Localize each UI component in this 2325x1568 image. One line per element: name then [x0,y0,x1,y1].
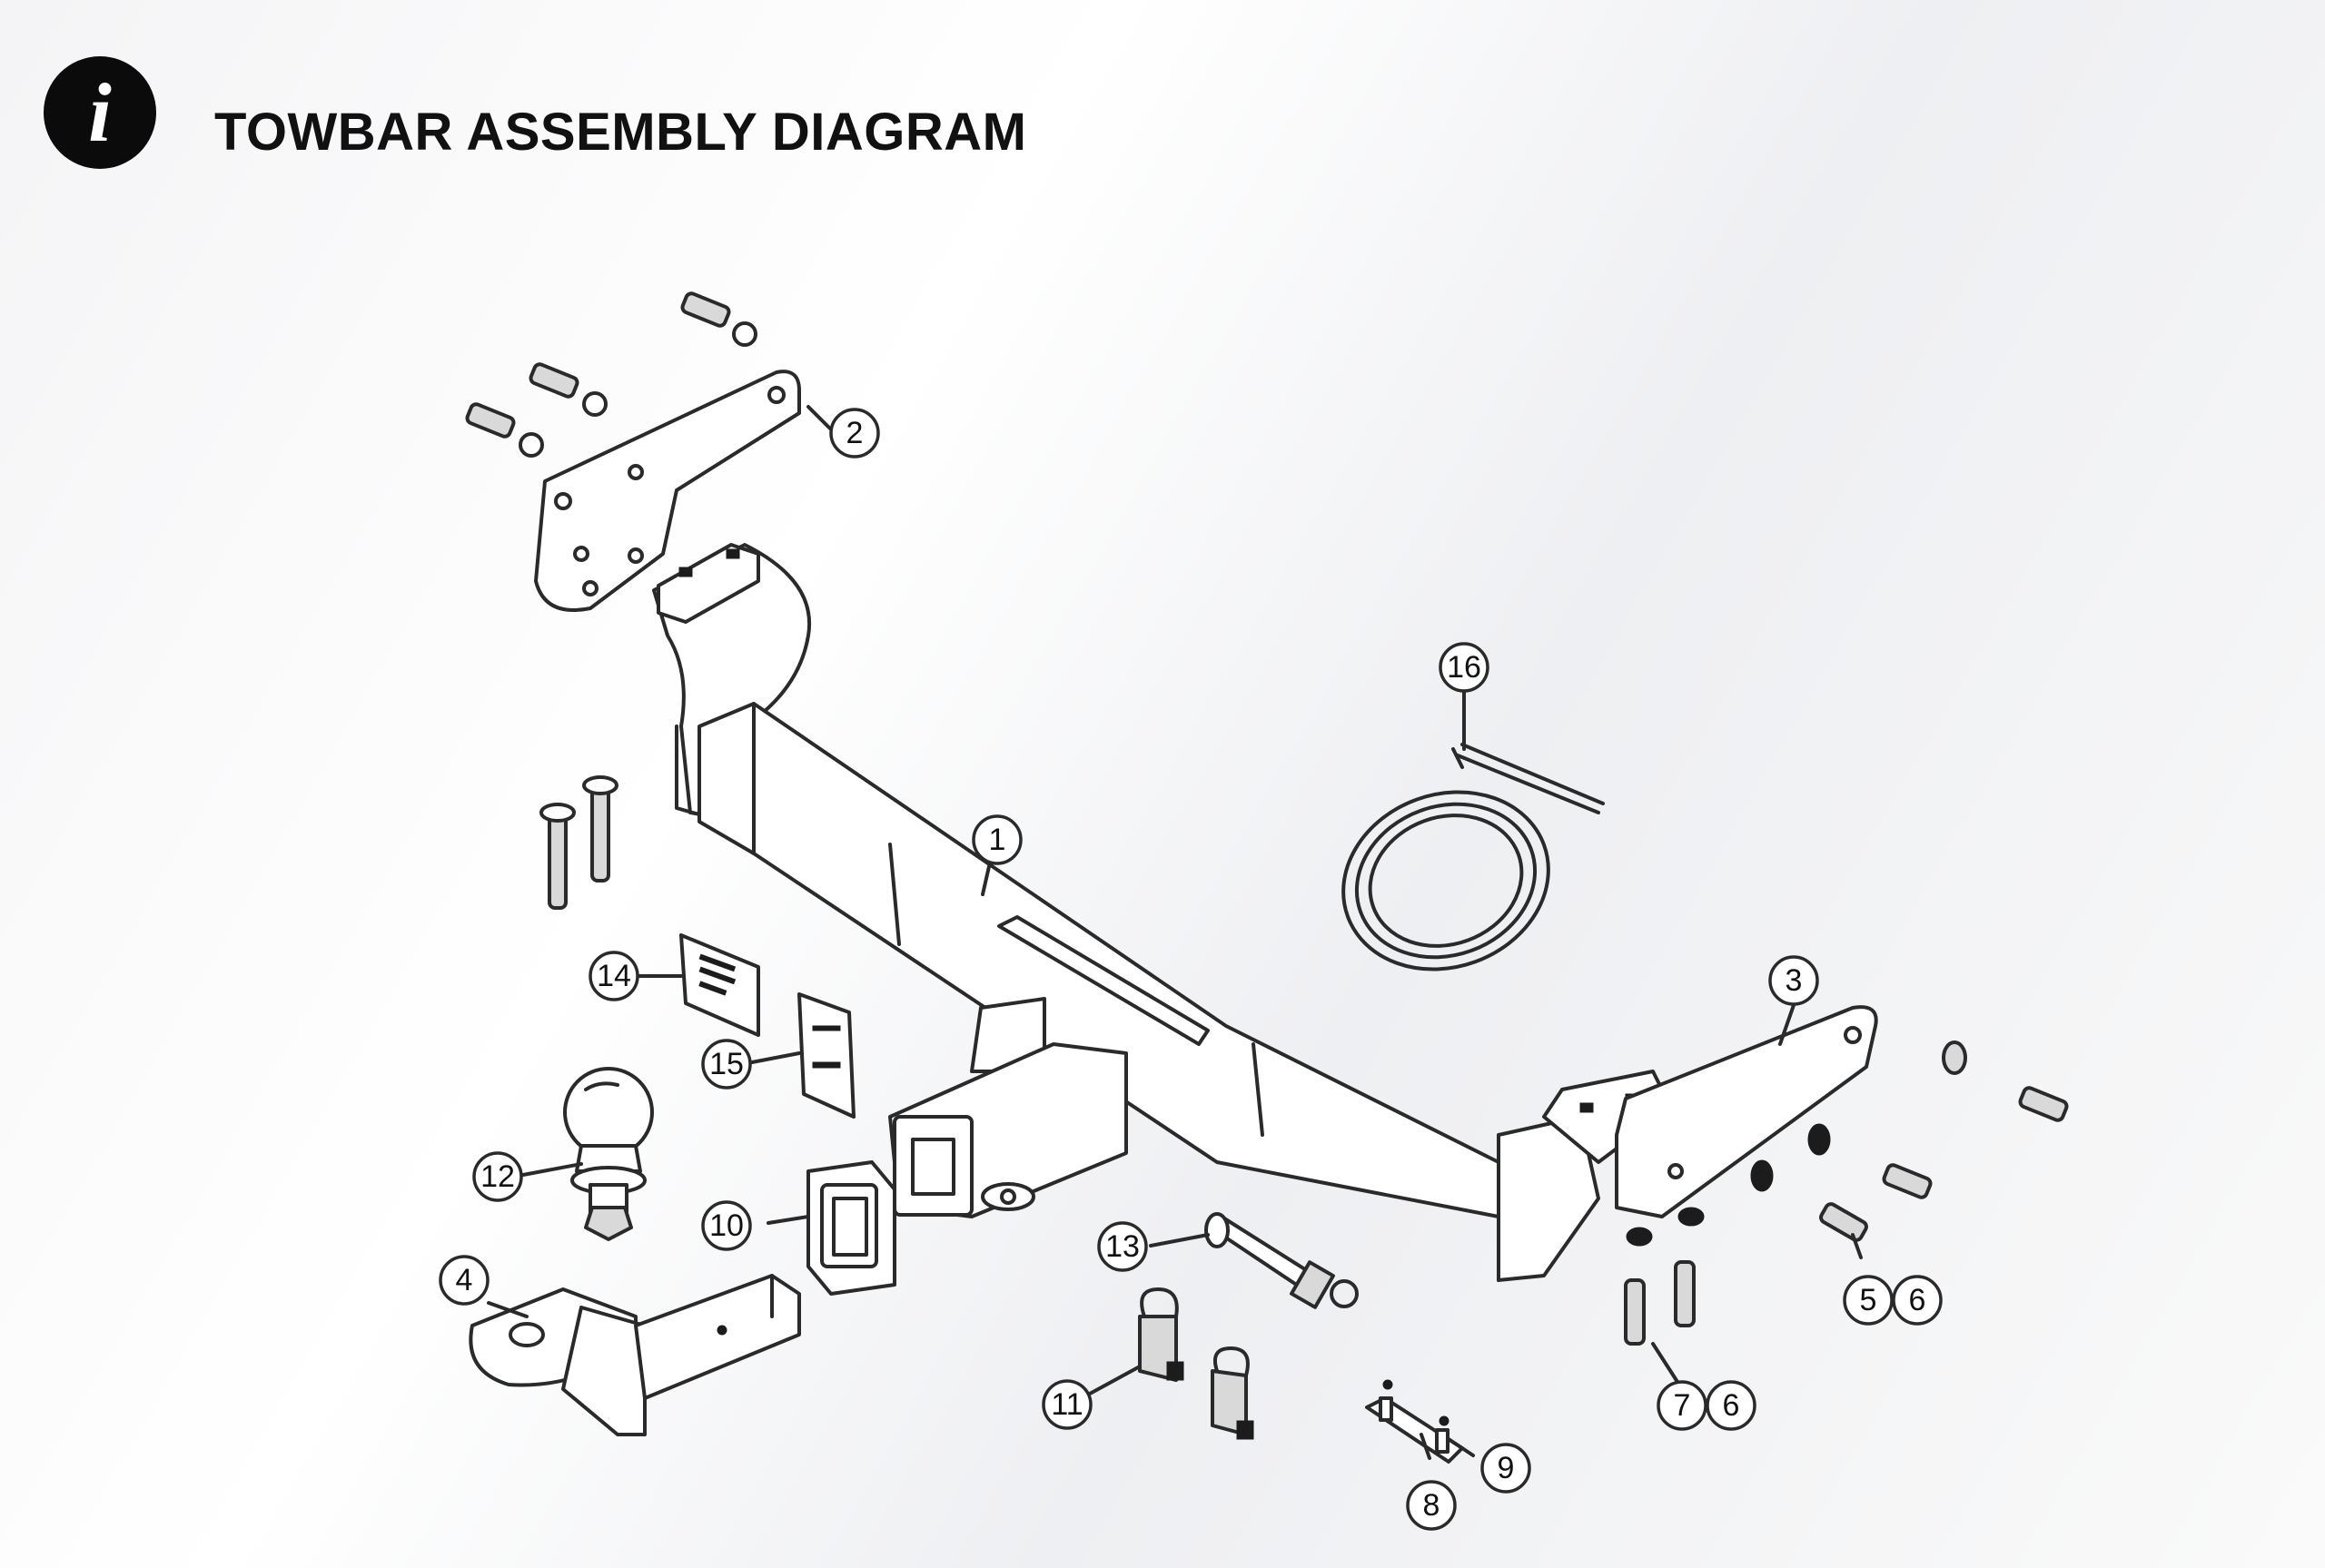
hitch-pin [1204,1212,1359,1309]
crossbar [698,702,1673,1282]
callout-10: 10 [701,1200,752,1251]
label-card-15 [797,992,856,1119]
safety-shackles [1138,1287,1254,1440]
callout-13: 13 [1097,1221,1148,1272]
leader-lines [487,405,1863,1460]
bolt [529,362,608,417]
receiver-cover [806,1160,896,1296]
callout-label: 15 [709,1047,744,1081]
callout-15: 15 [701,1039,752,1090]
left-side-arm [652,543,812,819]
callout-7: 7 [1657,1380,1707,1431]
callout-label: 10 [709,1208,744,1243]
callout-label: 14 [597,959,631,993]
vertical-bolts [539,775,618,910]
right-bracket-fasteners [1624,1040,2069,1346]
callout-2: 2 [829,408,880,459]
label-card-14 [679,933,760,1037]
callout-label: 3 [1786,963,1803,998]
callout-12: 12 [472,1151,523,1202]
callout-label: 6 [1723,1388,1740,1423]
page-title: TOWBAR ASSEMBLY DIAGRAM [214,103,1027,162]
callout-label: 1 [989,823,1006,857]
callout-5: 5 [1843,1275,1894,1326]
callout-label: 7 [1674,1388,1691,1423]
drawbar-mount [469,1274,801,1436]
callout-16: 16 [1439,642,1489,693]
bolt [465,402,544,458]
callout-6a: 6 [1892,1275,1943,1326]
callout-label: 5 [1860,1283,1877,1317]
callout-label: 4 [456,1263,473,1297]
wiring-coil [1341,743,1605,971]
callout-label: 2 [846,416,864,450]
tow-ball [563,1067,654,1241]
callout-label: 6 [1909,1283,1926,1317]
callout-6b: 6 [1706,1380,1756,1431]
callout-label: 12 [480,1159,515,1194]
callout-3: 3 [1768,955,1819,1006]
pin-clip [1365,1379,1464,1464]
callout-label: 9 [1498,1451,1515,1485]
callout-label: 13 [1105,1229,1140,1264]
callout-4: 4 [439,1255,490,1306]
callout-1: 1 [972,814,1023,865]
callout-label: 11 [1051,1387,1083,1422]
callout-11: 11 [1042,1379,1093,1430]
callout-8: 8 [1406,1480,1457,1531]
callout-label: 16 [1447,650,1481,685]
right-bracket [1615,1005,1878,1218]
callout-9: 9 [1480,1443,1531,1494]
callout-label: 8 [1423,1488,1440,1523]
left-bracket-bolts [465,291,757,458]
left-bracket [534,370,801,612]
callout-14: 14 [589,951,639,1001]
bolt [680,291,757,347]
info-icon: i [44,56,156,169]
